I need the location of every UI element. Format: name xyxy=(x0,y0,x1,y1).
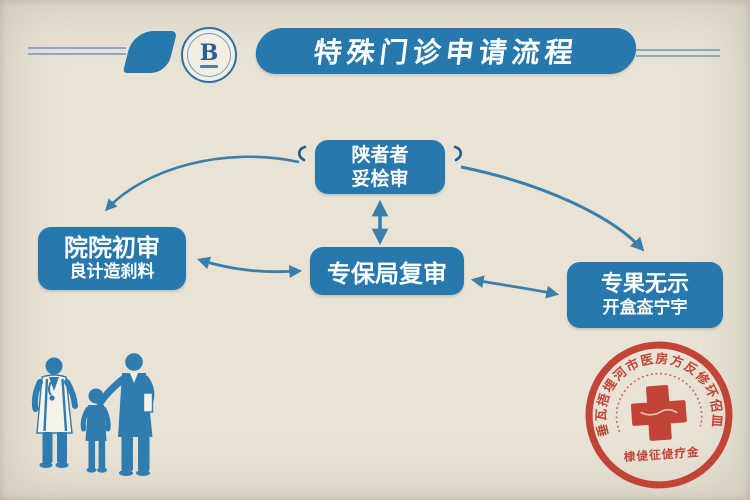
decor-lines-right xyxy=(636,49,720,58)
flow-box-label: 陕者者 xyxy=(351,144,409,166)
flow-box-label: 专保局复审 xyxy=(327,259,447,288)
flow-box-label: 良计造刹料 xyxy=(69,261,155,282)
flow-box-label: 妥桧审 xyxy=(351,168,409,190)
decor-squiggle-right xyxy=(453,145,463,162)
flow-box-label: 专果无示 xyxy=(600,271,689,297)
red-cross-icon xyxy=(630,385,687,441)
flow-box-label: 院院初审 xyxy=(64,233,160,262)
doctor-child-parent-silhouette-icon xyxy=(31,353,155,476)
org-logo-ring: B xyxy=(187,33,231,77)
decor-lines-left xyxy=(28,47,126,56)
red-seal-stamp: 垂瓦捂埋河市医房方反修环佋皿 棣偼征偼疗金 xyxy=(585,341,733,489)
arrow-top-to-left xyxy=(104,155,300,212)
flow-box-result: 专果无示 开盒盇宁宇 xyxy=(567,262,723,328)
flow-box-bureau-review: 专保局复审 xyxy=(310,247,464,295)
decor-leaf-shape xyxy=(122,31,178,73)
arrow-top-to-right xyxy=(460,165,645,252)
page-title: 特殊门诊申请流程 xyxy=(311,36,580,69)
stamp-bottom-text: 棣偼征偼疗金 xyxy=(623,445,700,464)
logo-subtext-mark xyxy=(200,64,218,68)
arrow-left-center-bidirectional xyxy=(196,256,303,279)
flow-box-hospital-review: 院院初审 良计造刹料 xyxy=(38,227,186,290)
decor-squiggle-left xyxy=(297,145,307,162)
logo-letter: B xyxy=(199,39,219,66)
flow-box-label: 开盒盇宁宇 xyxy=(602,297,688,318)
org-logo: B xyxy=(181,27,237,83)
arrow-center-right-bidirectional xyxy=(470,275,560,299)
header-banner: 特殊门诊申请流程 xyxy=(253,28,639,74)
stamp-microtext-ring xyxy=(615,372,703,433)
flow-box-applicant: 陕者者 妥桧审 xyxy=(315,140,445,194)
